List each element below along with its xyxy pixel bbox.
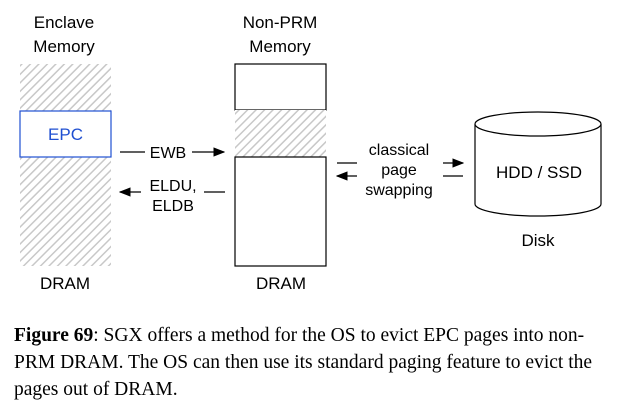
paging-label-line1: classical	[369, 142, 429, 159]
non-prm-title-line1: Non-PRM	[243, 13, 318, 32]
disk-device-label: HDD / SSD	[496, 163, 582, 182]
paging-label-line3: swapping	[365, 182, 433, 199]
enclave-dram-block	[20, 64, 111, 266]
non-prm-evicted-block	[235, 110, 326, 157]
enclave-memory-title-line2: Memory	[33, 37, 95, 56]
paging-label-line2: page	[381, 162, 417, 179]
epc-box	[19, 110, 112, 158]
figure-caption: Figure 69: SGX offers a method for the O…	[14, 322, 622, 403]
disk-cylinder-body	[474, 124, 602, 217]
epc-label: EPC	[48, 125, 83, 144]
eldu-label-line1: ELDU,	[149, 178, 196, 195]
dram-middle-label: DRAM	[256, 274, 306, 293]
eldu-label-line2: ELDB	[152, 198, 194, 215]
non-prm-title-line2: Memory	[249, 37, 311, 56]
figure-label: Figure 69	[14, 325, 94, 346]
caption-text: : SGX offers a method for the OS to evic…	[14, 325, 593, 400]
non-prm-bottom-block	[234, 156, 327, 267]
non-prm-top-block	[234, 63, 327, 111]
enclave-memory-title-line1: Enclave	[34, 13, 94, 32]
disk-cylinder-top	[474, 111, 602, 137]
dram-left-label: DRAM	[40, 274, 90, 293]
sgx-eviction-diagram: Enclave Memory EPC DRAM EWB ELDU, ELDB N…	[19, 13, 602, 293]
disk-label: Disk	[521, 231, 555, 250]
ewb-label: EWB	[150, 145, 186, 162]
